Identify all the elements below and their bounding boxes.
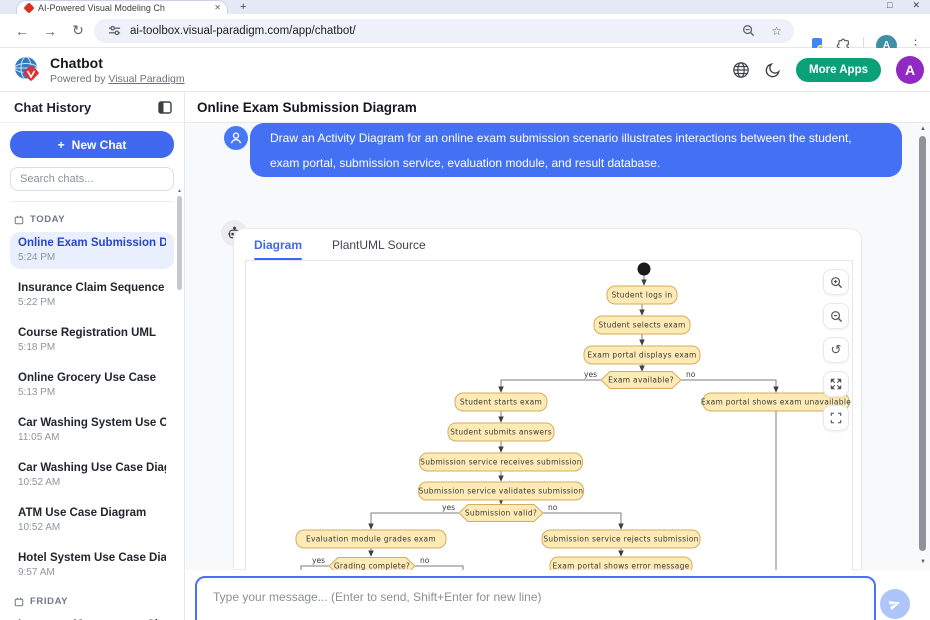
browser-tab-strip: AI-Powered Visual Modeling Ch ✕ + □ ✕: [0, 0, 930, 14]
url-text: ai-toolbox.visual-paradigm.com/app/chatb…: [130, 24, 356, 37]
person-icon: [230, 132, 242, 144]
browser-tab[interactable]: AI-Powered Visual Modeling Ch ✕: [16, 0, 228, 14]
main-panel: Online Exam Submission Diagram Draw an A…: [185, 92, 930, 620]
app-header: Chatbot Powered by Visual Paradigm More …: [0, 48, 930, 92]
chat-history-item[interactable]: Hotel System Use Case Diagr...9:57 AM: [18, 552, 166, 578]
new-tab-button[interactable]: +: [240, 1, 247, 13]
fullscreen-button[interactable]: [823, 405, 849, 431]
back-button[interactable]: ←: [15, 22, 29, 39]
visual-paradigm-link[interactable]: Visual Paradigm: [108, 73, 185, 85]
conversation-header: Online Exam Submission Diagram: [185, 92, 930, 123]
new-chat-button[interactable]: +New Chat: [10, 131, 174, 158]
svg-text:Exam portal shows error messag: Exam portal shows error message: [552, 562, 689, 570]
svg-text:yes: yes: [312, 556, 325, 565]
zoom-indicator-icon[interactable]: [742, 24, 755, 37]
chat-history-item[interactable]: Car Washing System Use Case11:05 AM: [18, 417, 166, 443]
svg-text:Student submits answers: Student submits answers: [450, 428, 552, 437]
chat-history-item[interactable]: Inventory Management Clas...9:13 AM: [10, 614, 174, 620]
user-message-bubble: Draw an Activity Diagram for an online e…: [250, 123, 902, 177]
svg-text:no: no: [686, 370, 696, 379]
fit-to-screen-button[interactable]: [823, 371, 849, 397]
svg-text:Exam portal displays exam: Exam portal displays exam: [587, 351, 696, 360]
browser-toolbar: ← → ↻ ai-toolbox.visual-paradigm.com/app…: [0, 14, 930, 56]
svg-text:Submission service validates s: Submission service validates submission: [419, 487, 584, 496]
search-chats-input[interactable]: [10, 167, 174, 191]
chat-scrollbar-thumb[interactable]: [919, 136, 926, 551]
user-account-avatar[interactable]: A: [896, 56, 924, 84]
svg-text:Exam portal shows exam unavail: Exam portal shows exam unavailable: [701, 398, 851, 407]
chat-section-header: TODAY: [10, 210, 174, 232]
tab-close-icon[interactable]: ✕: [214, 2, 221, 12]
powered-by: Powered by Visual Paradigm: [50, 73, 185, 85]
more-apps-button[interactable]: More Apps: [796, 58, 881, 82]
reload-button[interactable]: ↻: [72, 22, 84, 38]
chat-section-header: FRIDAY: [10, 592, 174, 614]
user-message-avatar: [224, 126, 248, 150]
zoom-out-button[interactable]: [823, 303, 849, 329]
bookmark-star-icon[interactable]: ☆: [771, 23, 782, 38]
toolbar-separator: [863, 37, 864, 53]
sidebar-divider: [10, 201, 174, 202]
chat-scroll-down-icon[interactable]: ▼: [920, 559, 926, 565]
forward-button[interactable]: →: [43, 22, 57, 39]
diagram-card-tabs: Diagram PlantUML Source: [234, 229, 861, 260]
site-settings-icon[interactable]: [108, 24, 121, 37]
send-button[interactable]: [880, 589, 910, 619]
activity-diagram-svg: yes no yes no yes no Student logs in Student se…: [295, 262, 851, 570]
svg-text:Submission service receives su: Submission service receives submission: [420, 458, 582, 467]
collapse-sidebar-icon[interactable]: [158, 100, 172, 114]
svg-text:Submission valid?: Submission valid?: [465, 509, 537, 518]
tab-title: AI-Powered Visual Modeling Ch: [38, 2, 165, 13]
tab-favicon-icon: [23, 1, 35, 14]
svg-text:Exam available?: Exam available?: [608, 376, 674, 385]
svg-text:Grading complete?: Grading complete?: [334, 562, 410, 570]
window-close-button[interactable]: ✕: [912, 0, 920, 10]
svg-text:yes: yes: [584, 370, 597, 379]
language-globe-icon[interactable]: [732, 61, 750, 79]
zoom-in-button[interactable]: [823, 269, 849, 295]
diagram-viewport[interactable]: yes no yes no yes no Student logs in Student se…: [245, 260, 853, 570]
svg-text:Student starts exam: Student starts exam: [460, 398, 542, 407]
svg-text:Student logs in: Student logs in: [612, 291, 673, 300]
chat-history-item[interactable]: Online Exam Submission Dia...5:24 PM: [10, 232, 174, 269]
svg-text:Student selects exam: Student selects exam: [598, 321, 685, 330]
chat-history-item[interactable]: Car Washing Use Case Diagr...10:52 AM: [18, 462, 166, 488]
message-input[interactable]: [195, 576, 876, 620]
sidebar-scrollbar-thumb[interactable]: [177, 196, 182, 290]
svg-text:Submission service rejects sub: Submission service rejects submission: [543, 535, 698, 544]
app-title: Chatbot: [50, 55, 103, 71]
message-input-bar: [185, 570, 930, 620]
svg-text:yes: yes: [442, 503, 455, 512]
sidebar-title: Chat History: [14, 99, 92, 115]
svg-text:no: no: [548, 503, 558, 512]
svg-text:no: no: [420, 556, 430, 565]
reset-view-button[interactable]: ↺: [823, 337, 849, 363]
page-title: Online Exam Submission Diagram: [197, 99, 417, 115]
sidebar-scroll-up-icon[interactable]: ▲: [177, 188, 182, 194]
address-bar[interactable]: ai-toolbox.visual-paradigm.com/app/chatb…: [94, 18, 794, 43]
paper-plane-icon: [888, 601, 900, 611]
diagram-zoom-toolbar: ↺: [823, 269, 849, 431]
visual-paradigm-logo: [12, 55, 42, 90]
dark-mode-moon-icon[interactable]: [765, 62, 781, 78]
plus-icon: +: [57, 137, 65, 152]
chat-messages-area[interactable]: Draw an Activity Diagram for an online e…: [185, 123, 930, 570]
svg-text:Evaluation module grades exam: Evaluation module grades exam: [306, 535, 436, 544]
tab-diagram[interactable]: Diagram: [254, 229, 303, 260]
tab-plantuml-source[interactable]: PlantUML Source: [332, 237, 426, 252]
chat-scroll-up-icon[interactable]: ▲: [920, 126, 926, 132]
window-maximize-button[interactable]: □: [887, 0, 893, 10]
